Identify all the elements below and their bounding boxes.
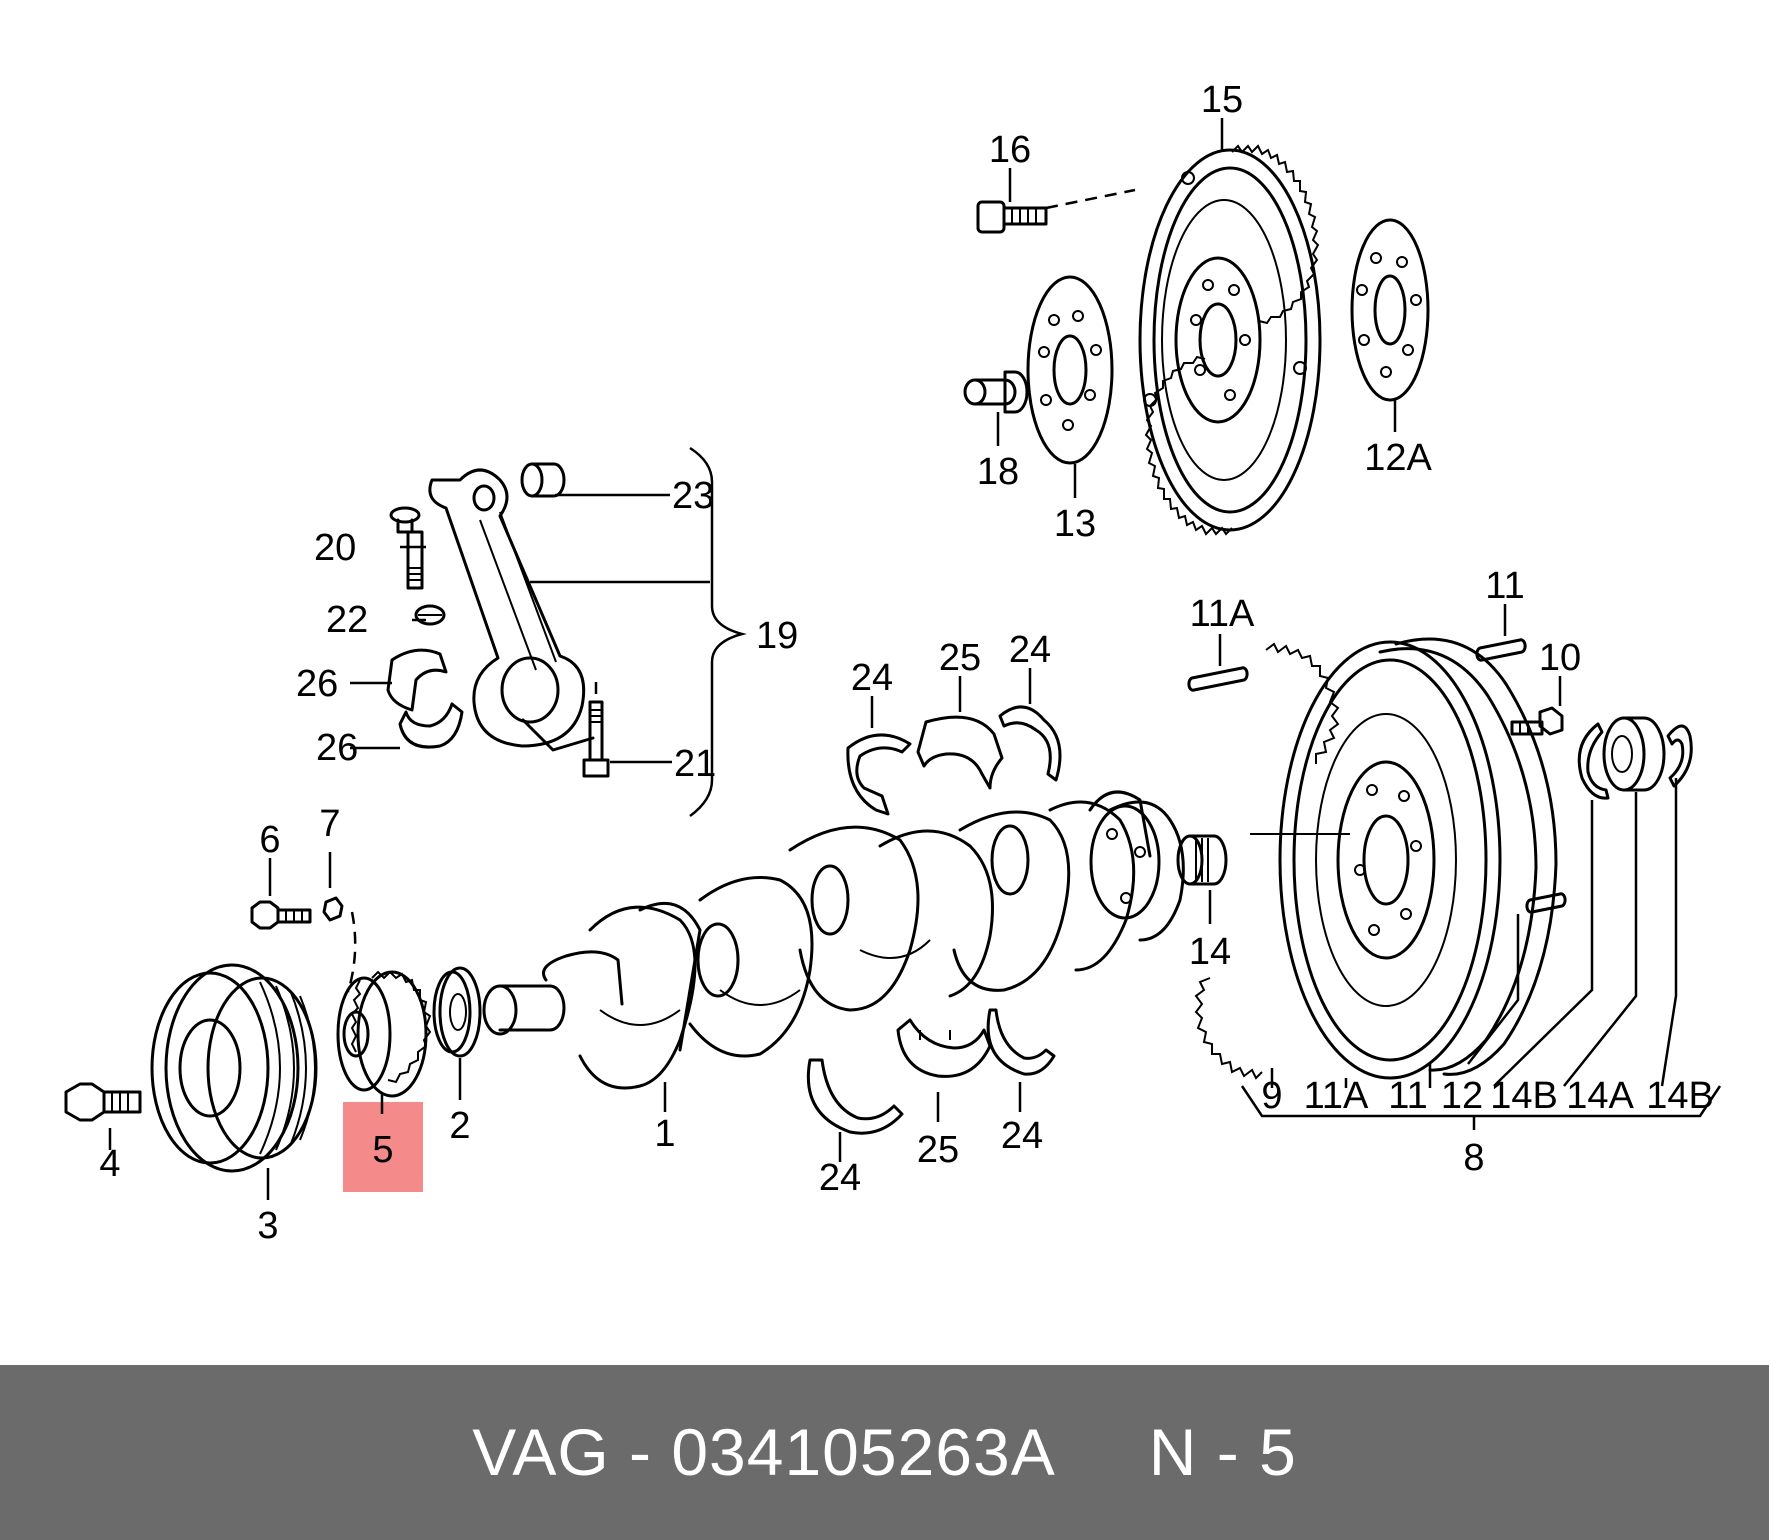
bolt-16[interactable] xyxy=(976,188,1136,234)
callout-18[interactable]: 18 xyxy=(977,451,1019,493)
thrust-washer-24-bottom-left[interactable] xyxy=(806,1058,904,1135)
part-number-footer: VAG - 034105263A N - 5 xyxy=(0,1365,1769,1540)
callout-24-top-left[interactable]: 24 xyxy=(851,657,893,699)
thrust-washer-24-bottom-right[interactable] xyxy=(986,1008,1056,1076)
flywheel-15[interactable] xyxy=(1138,144,1322,536)
callout-24-top-right[interactable]: 24 xyxy=(1009,629,1051,671)
callout-4[interactable]: 4 xyxy=(99,1143,120,1185)
callout-11a-top[interactable]: 11A xyxy=(1190,593,1255,635)
callout-25-bottom[interactable]: 25 xyxy=(917,1129,959,1171)
bolt-6[interactable] xyxy=(250,900,312,930)
callout-11-top[interactable]: 11 xyxy=(1485,565,1524,607)
exploded-parts-diagram: 15 16 18 13 12A 23 20 19 22 26 26 21 24 … xyxy=(64,79,1722,1247)
vibration-damper-pulley-3[interactable] xyxy=(150,963,318,1173)
callout-12a[interactable]: 12A xyxy=(1364,437,1432,479)
dowel-pin-11-top[interactable] xyxy=(1475,638,1527,662)
dual-mass-flywheel-8[interactable] xyxy=(1194,637,1558,1080)
bolt-4[interactable] xyxy=(64,1082,142,1122)
bolt-10[interactable] xyxy=(1510,706,1564,736)
callout-11a-bottom[interactable]: 11A xyxy=(1304,1075,1369,1117)
connecting-rod-assembly-19[interactable] xyxy=(428,468,595,752)
rod-nut-22[interactable] xyxy=(414,604,446,626)
main-bearing-shell-25-bottom[interactable] xyxy=(896,1018,992,1078)
callout-14b-left[interactable]: 14B xyxy=(1490,1075,1558,1117)
key-7[interactable] xyxy=(322,896,357,993)
callout-2[interactable]: 2 xyxy=(449,1105,470,1147)
callout-1[interactable]: 1 xyxy=(654,1113,675,1155)
callout-14[interactable]: 14 xyxy=(1189,931,1231,973)
caption-separator: - xyxy=(609,1415,672,1489)
callout-24-bottom-left[interactable]: 24 xyxy=(819,1157,861,1199)
thrust-washer-24-top-left[interactable] xyxy=(846,733,912,816)
callout-26-upper[interactable]: 26 xyxy=(296,663,338,705)
thrust-washer-24-top-right[interactable] xyxy=(998,705,1062,782)
circlip-14b-left[interactable] xyxy=(1577,722,1610,800)
rod-bolt-21[interactable] xyxy=(582,682,610,778)
bushing-18[interactable] xyxy=(963,370,1029,414)
callout-21[interactable]: 21 xyxy=(674,743,716,785)
oil-seal-2[interactable] xyxy=(432,966,482,1058)
timing-belt-sprocket-5[interactable] xyxy=(336,970,432,1098)
callout-9[interactable]: 9 xyxy=(1261,1075,1282,1117)
dowel-pin-11-lower[interactable] xyxy=(1525,892,1567,914)
diagram-position: N - 5 xyxy=(1148,1415,1297,1489)
circlip-14b-right[interactable] xyxy=(1666,724,1693,788)
bearing-shell-26-upper[interactable] xyxy=(386,648,448,712)
needle-bearing-14[interactable] xyxy=(1176,834,1228,886)
crankshaft-1[interactable] xyxy=(482,790,1185,1090)
rod-bolt-20[interactable] xyxy=(389,506,424,590)
callout-7[interactable]: 7 xyxy=(319,803,340,845)
callout-14b-right[interactable]: 14B xyxy=(1646,1075,1714,1117)
caption-gap xyxy=(1052,1415,1149,1489)
callout-23[interactable]: 23 xyxy=(672,475,714,517)
callout-10[interactable]: 10 xyxy=(1539,637,1581,679)
callout-16[interactable]: 16 xyxy=(989,129,1031,171)
dowel-pin-11a-top[interactable] xyxy=(1187,666,1249,692)
highlight-part-5[interactable] xyxy=(343,1102,423,1192)
callout-5[interactable]: 5 xyxy=(372,1129,393,1171)
part-number: 034105263A xyxy=(671,1415,1053,1489)
callout-24-bottom-right[interactable]: 24 xyxy=(1001,1115,1043,1157)
part-number-caption: VAG - 034105263A N - 5 xyxy=(0,1365,1769,1540)
main-bearing-shell-25-top[interactable] xyxy=(916,715,1004,790)
callout-3[interactable]: 3 xyxy=(257,1205,278,1247)
callout-14a[interactable]: 14A xyxy=(1566,1075,1634,1117)
callout-19[interactable]: 19 xyxy=(756,615,798,657)
callout-6[interactable]: 6 xyxy=(259,819,280,861)
callout-25-top[interactable]: 25 xyxy=(939,637,981,679)
brand-name: VAG xyxy=(472,1415,610,1489)
callout-8[interactable]: 8 xyxy=(1463,1137,1484,1179)
callout-15[interactable]: 15 xyxy=(1201,79,1243,121)
pilot-bearing-14a[interactable] xyxy=(1602,716,1666,792)
callout-26-lower[interactable]: 26 xyxy=(316,727,358,769)
callout-13[interactable]: 13 xyxy=(1054,503,1096,545)
bearing-shell-26-lower[interactable] xyxy=(398,702,464,749)
small-end-bushing-23[interactable] xyxy=(520,462,566,498)
intermediate-plate-13[interactable] xyxy=(1026,275,1114,465)
callout-20[interactable]: 20 xyxy=(314,527,356,569)
callout-12[interactable]: 12 xyxy=(1441,1075,1483,1117)
spacer-plate-12a[interactable] xyxy=(1350,218,1430,402)
callout-11-bottom[interactable]: 11 xyxy=(1388,1075,1427,1117)
callout-22[interactable]: 22 xyxy=(326,599,368,641)
